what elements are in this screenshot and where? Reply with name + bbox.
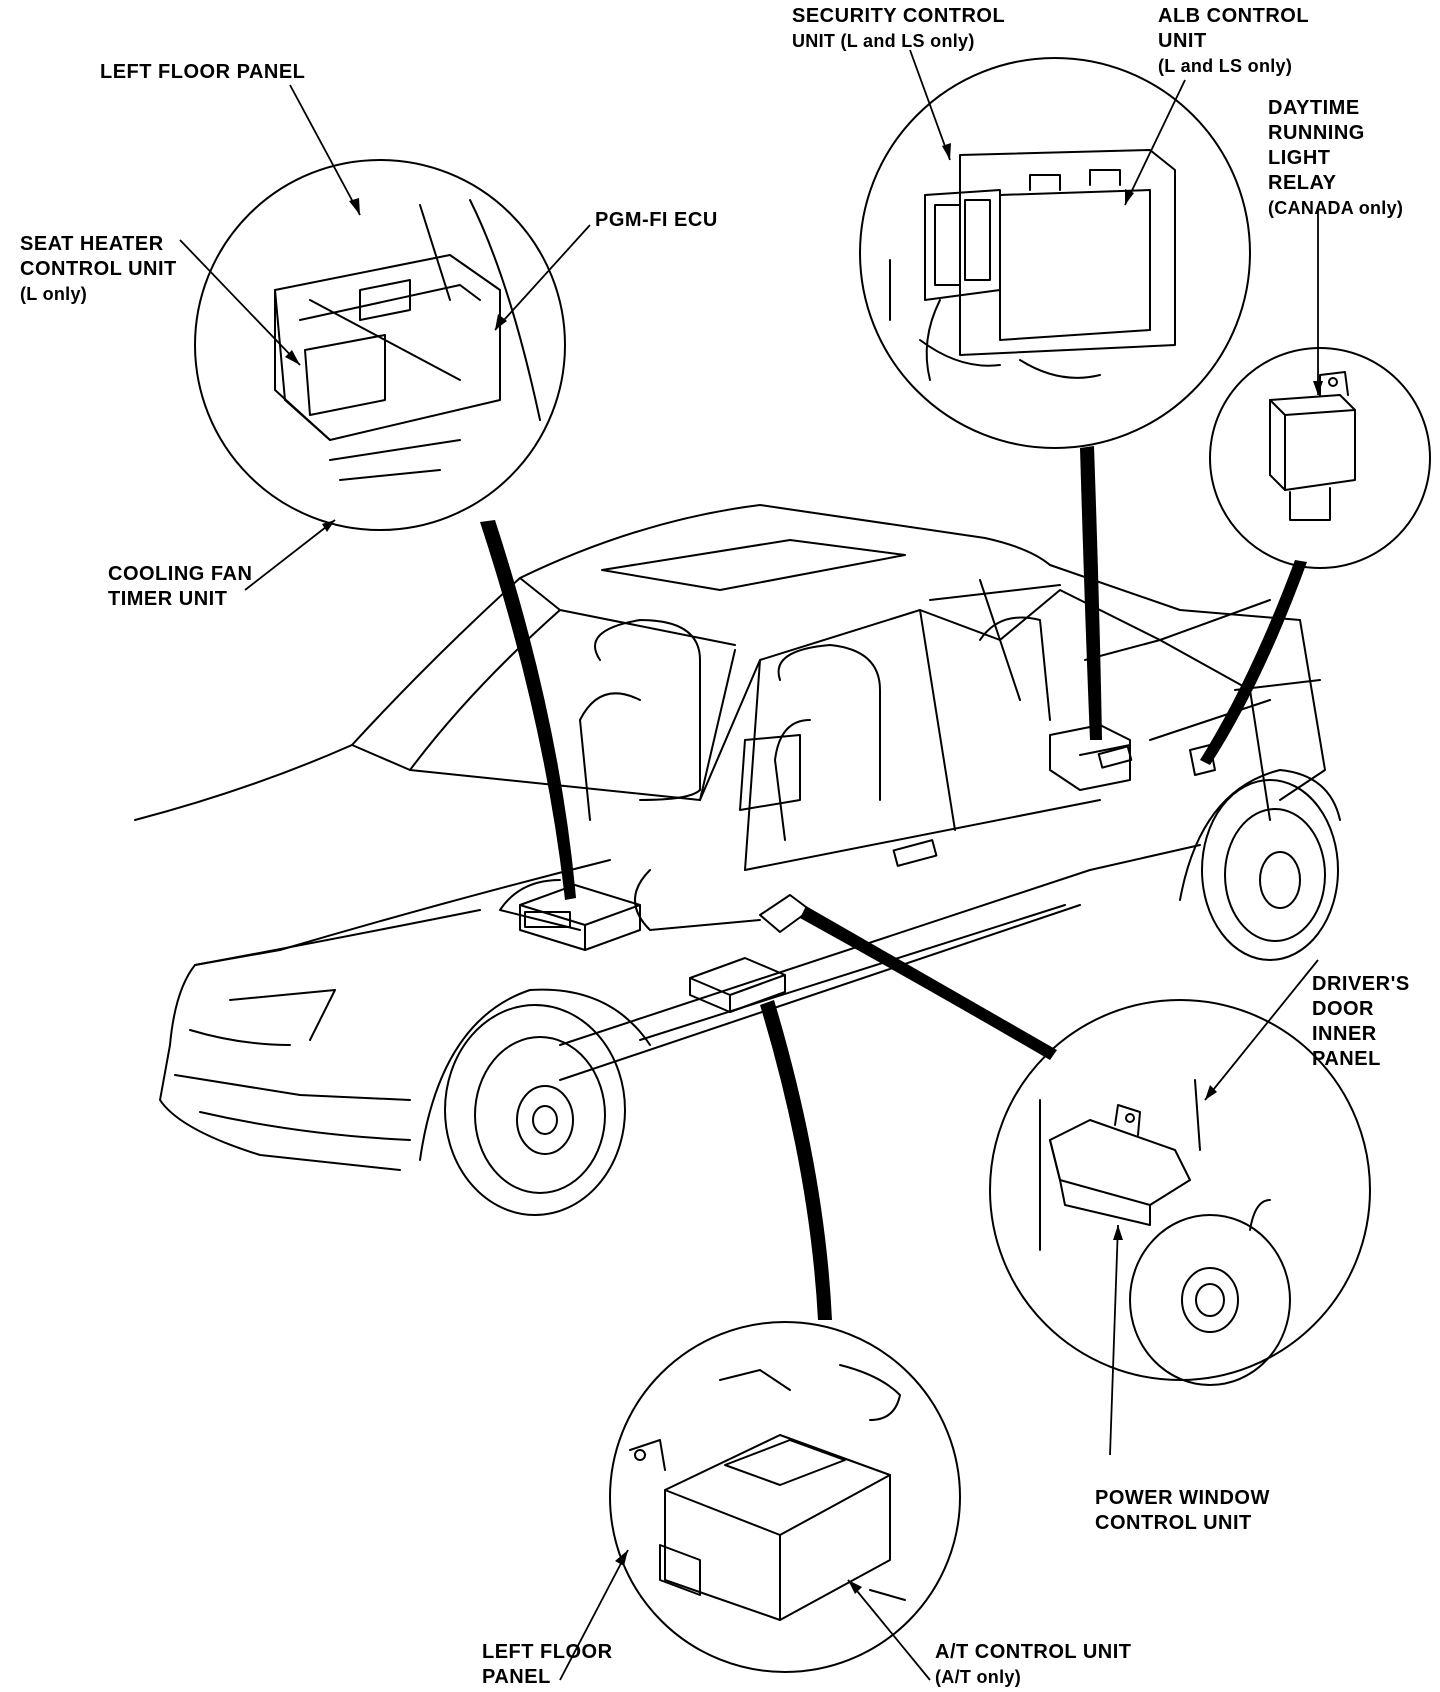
leader-lines: [179, 49, 1319, 1681]
label-security-control-unit: SECURITY CONTROL UNIT (L and LS only): [792, 5, 1006, 51]
label-daytime-running-light-relay: DAYTIME RUNNING LIGHT RELAY (CANADA only…: [1268, 97, 1404, 218]
label-seat-heater-control-unit: SEAT HEATER CONTROL UNIT (L only): [20, 233, 177, 304]
label-power-window-control-unit: POWER WINDOW CONTROL UNIT: [1095, 1487, 1270, 1534]
label-pgm-fi-ecu: PGM-FI ECU: [595, 209, 718, 231]
label-alb-control-unit: ALB CONTROL UNIT (L and LS only): [1158, 5, 1310, 76]
relay-detail-circle: [1209, 347, 1431, 569]
connector-bands: [480, 446, 1307, 1320]
power-window-detail-circle: [989, 999, 1371, 1386]
front-wheel: [419, 988, 651, 1216]
rear-wheel: [1179, 769, 1341, 961]
car-body: [134, 504, 1326, 1171]
at-control-detail-circle: [609, 1321, 961, 1673]
arrowheads: [285, 143, 1323, 1594]
ecu-detail-circle: [194, 159, 566, 531]
label-at-control-unit: A/T CONTROL UNIT (A/T only): [935, 1641, 1132, 1687]
label-left-floor-panel-top: LEFT FLOOR PANEL: [100, 61, 306, 83]
label-cooling-fan-timer-unit: COOLING FAN TIMER UNIT: [108, 563, 253, 610]
security-alb-detail-circle: [859, 57, 1251, 449]
label-left-floor-panel-bottom: LEFT FLOOR PANEL: [482, 1641, 613, 1688]
label-drivers-door-inner-panel: DRIVER'S DOOR INNER PANEL: [1312, 973, 1410, 1070]
